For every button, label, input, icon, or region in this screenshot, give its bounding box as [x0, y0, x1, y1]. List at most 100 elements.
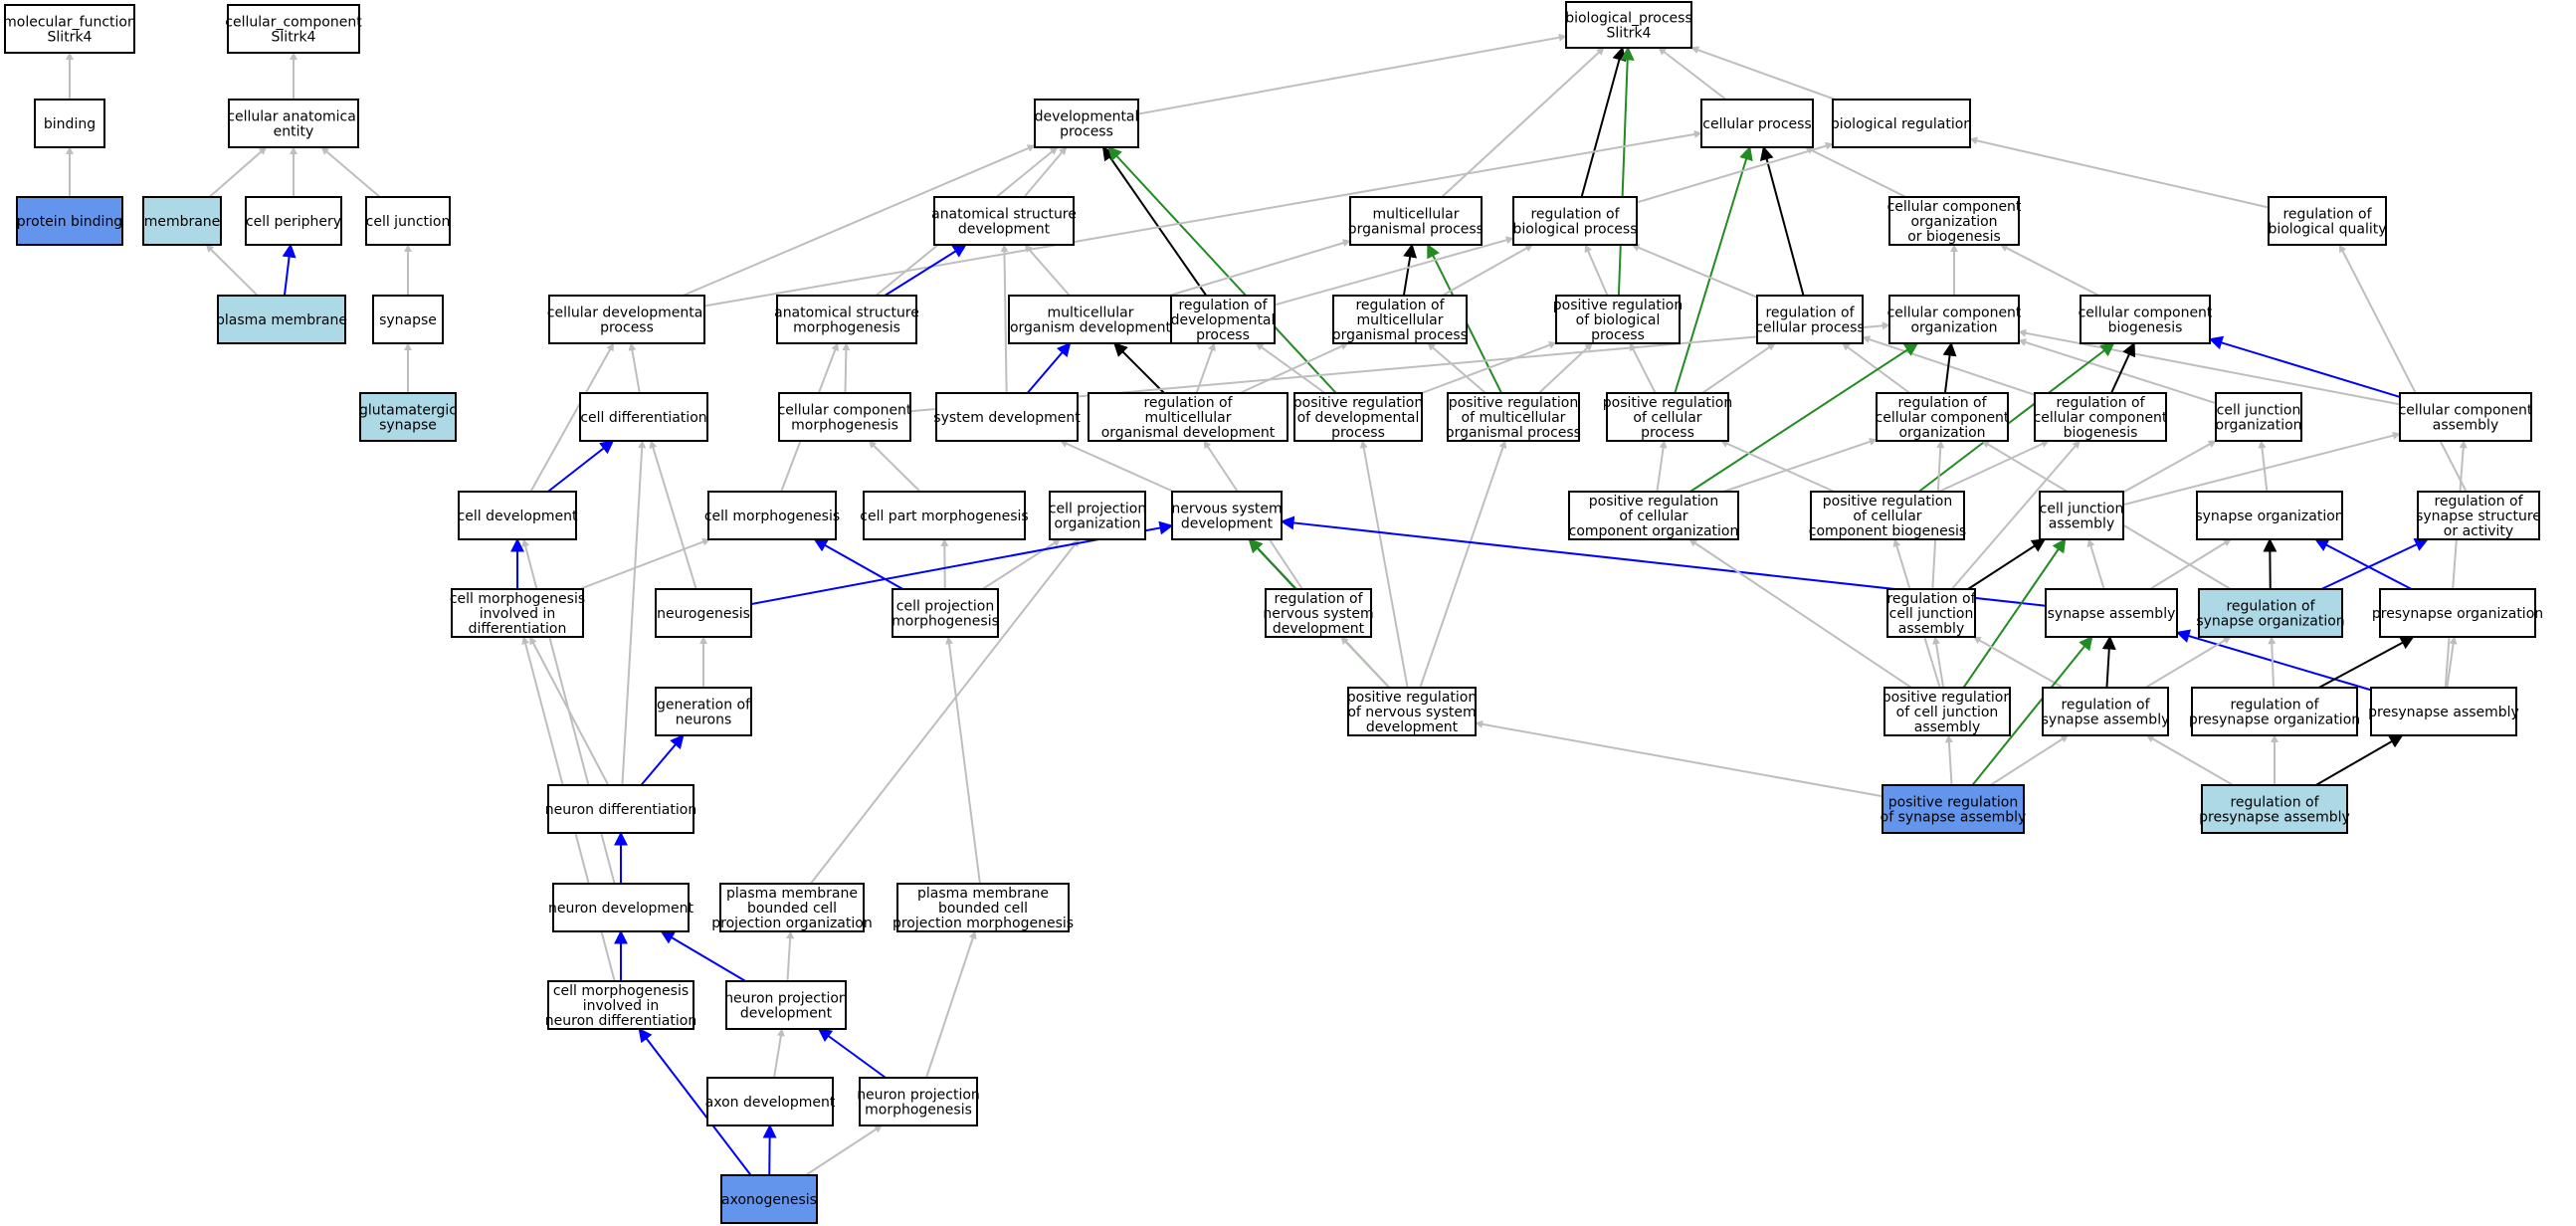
- node-pm[interactable]: plasma membrane: [216, 295, 347, 344]
- node-cpm[interactable]: cell part morphogenesis: [860, 491, 1029, 540]
- node-neurogen[interactable]: neurogenesis: [655, 588, 752, 638]
- node-neurdiff[interactable]: neuron differentiation: [545, 784, 696, 834]
- node-axdev[interactable]: axon development: [705, 1077, 836, 1126]
- node-box: [2198, 588, 2343, 638]
- edge-asm-to-asd: [884, 244, 967, 297]
- node-celldiff[interactable]: cell differentiation: [579, 392, 708, 442]
- edge-prcco-to-cco: [1689, 342, 1919, 493]
- node-synasm[interactable]: synapse assembly: [2045, 588, 2178, 638]
- edge-axono-to-axdev: [762, 1124, 777, 1176]
- node-binding[interactable]: binding: [34, 99, 105, 148]
- node-neurdev[interactable]: neuron development: [548, 883, 694, 932]
- node-celldev[interactable]: cell development: [458, 491, 578, 540]
- node-label-line: cell differentiation: [580, 410, 706, 426]
- node-sysdev[interactable]: system development: [933, 392, 1081, 442]
- node-membrane[interactable]: membrane: [142, 196, 222, 246]
- node-box: [1888, 295, 2020, 344]
- node-presynasm[interactable]: presynapse assembly: [2368, 687, 2519, 736]
- node-box: [2370, 687, 2517, 736]
- edge-neurdiff-to-cmid: [528, 636, 610, 786]
- node-presynorg[interactable]: presynapse organization: [2372, 588, 2543, 638]
- edge-rmod-to-rmop: [1239, 342, 1349, 394]
- edge-cca-to-ccb: [2208, 335, 2401, 398]
- node-cperiph[interactable]: cell periphery: [245, 196, 342, 246]
- node-box: [892, 588, 999, 638]
- node-label-line: anatomical structure: [931, 207, 1077, 223]
- node-synorg[interactable]: synapse organization: [2195, 491, 2344, 540]
- node-label-line: assembly: [2433, 418, 2498, 434]
- edge-prsa-to-rsa: [1989, 734, 2070, 786]
- edge-prcja-to-prcco: [1688, 538, 1912, 689]
- edge-rcja-to-rccb: [1950, 440, 2081, 590]
- node-label-line: biological_process: [1565, 11, 1692, 27]
- node-label-line: regulation of: [1765, 306, 1855, 321]
- node-cellmorph[interactable]: cell morphogenesis: [704, 491, 840, 540]
- node-label-line: development: [1273, 621, 1365, 637]
- node-label-line: of cellular: [1619, 509, 1687, 524]
- node-label-line: of nervous system: [1347, 705, 1476, 720]
- node-label-line: development: [740, 1006, 833, 1022]
- node-bioreg[interactable]: biological regulation: [1831, 99, 1972, 148]
- node-synapse[interactable]: synapse: [372, 295, 444, 344]
- node-label-line: neurons: [676, 713, 732, 728]
- node-cellproc[interactable]: cellular process: [1700, 99, 1814, 148]
- node-label-line: positive regulation: [1293, 395, 1423, 411]
- node-pb[interactable]: protein binding: [16, 196, 123, 246]
- node-axono[interactable]: axonogenesis: [720, 1174, 818, 1224]
- node-cjunc[interactable]: cell junction: [365, 196, 451, 246]
